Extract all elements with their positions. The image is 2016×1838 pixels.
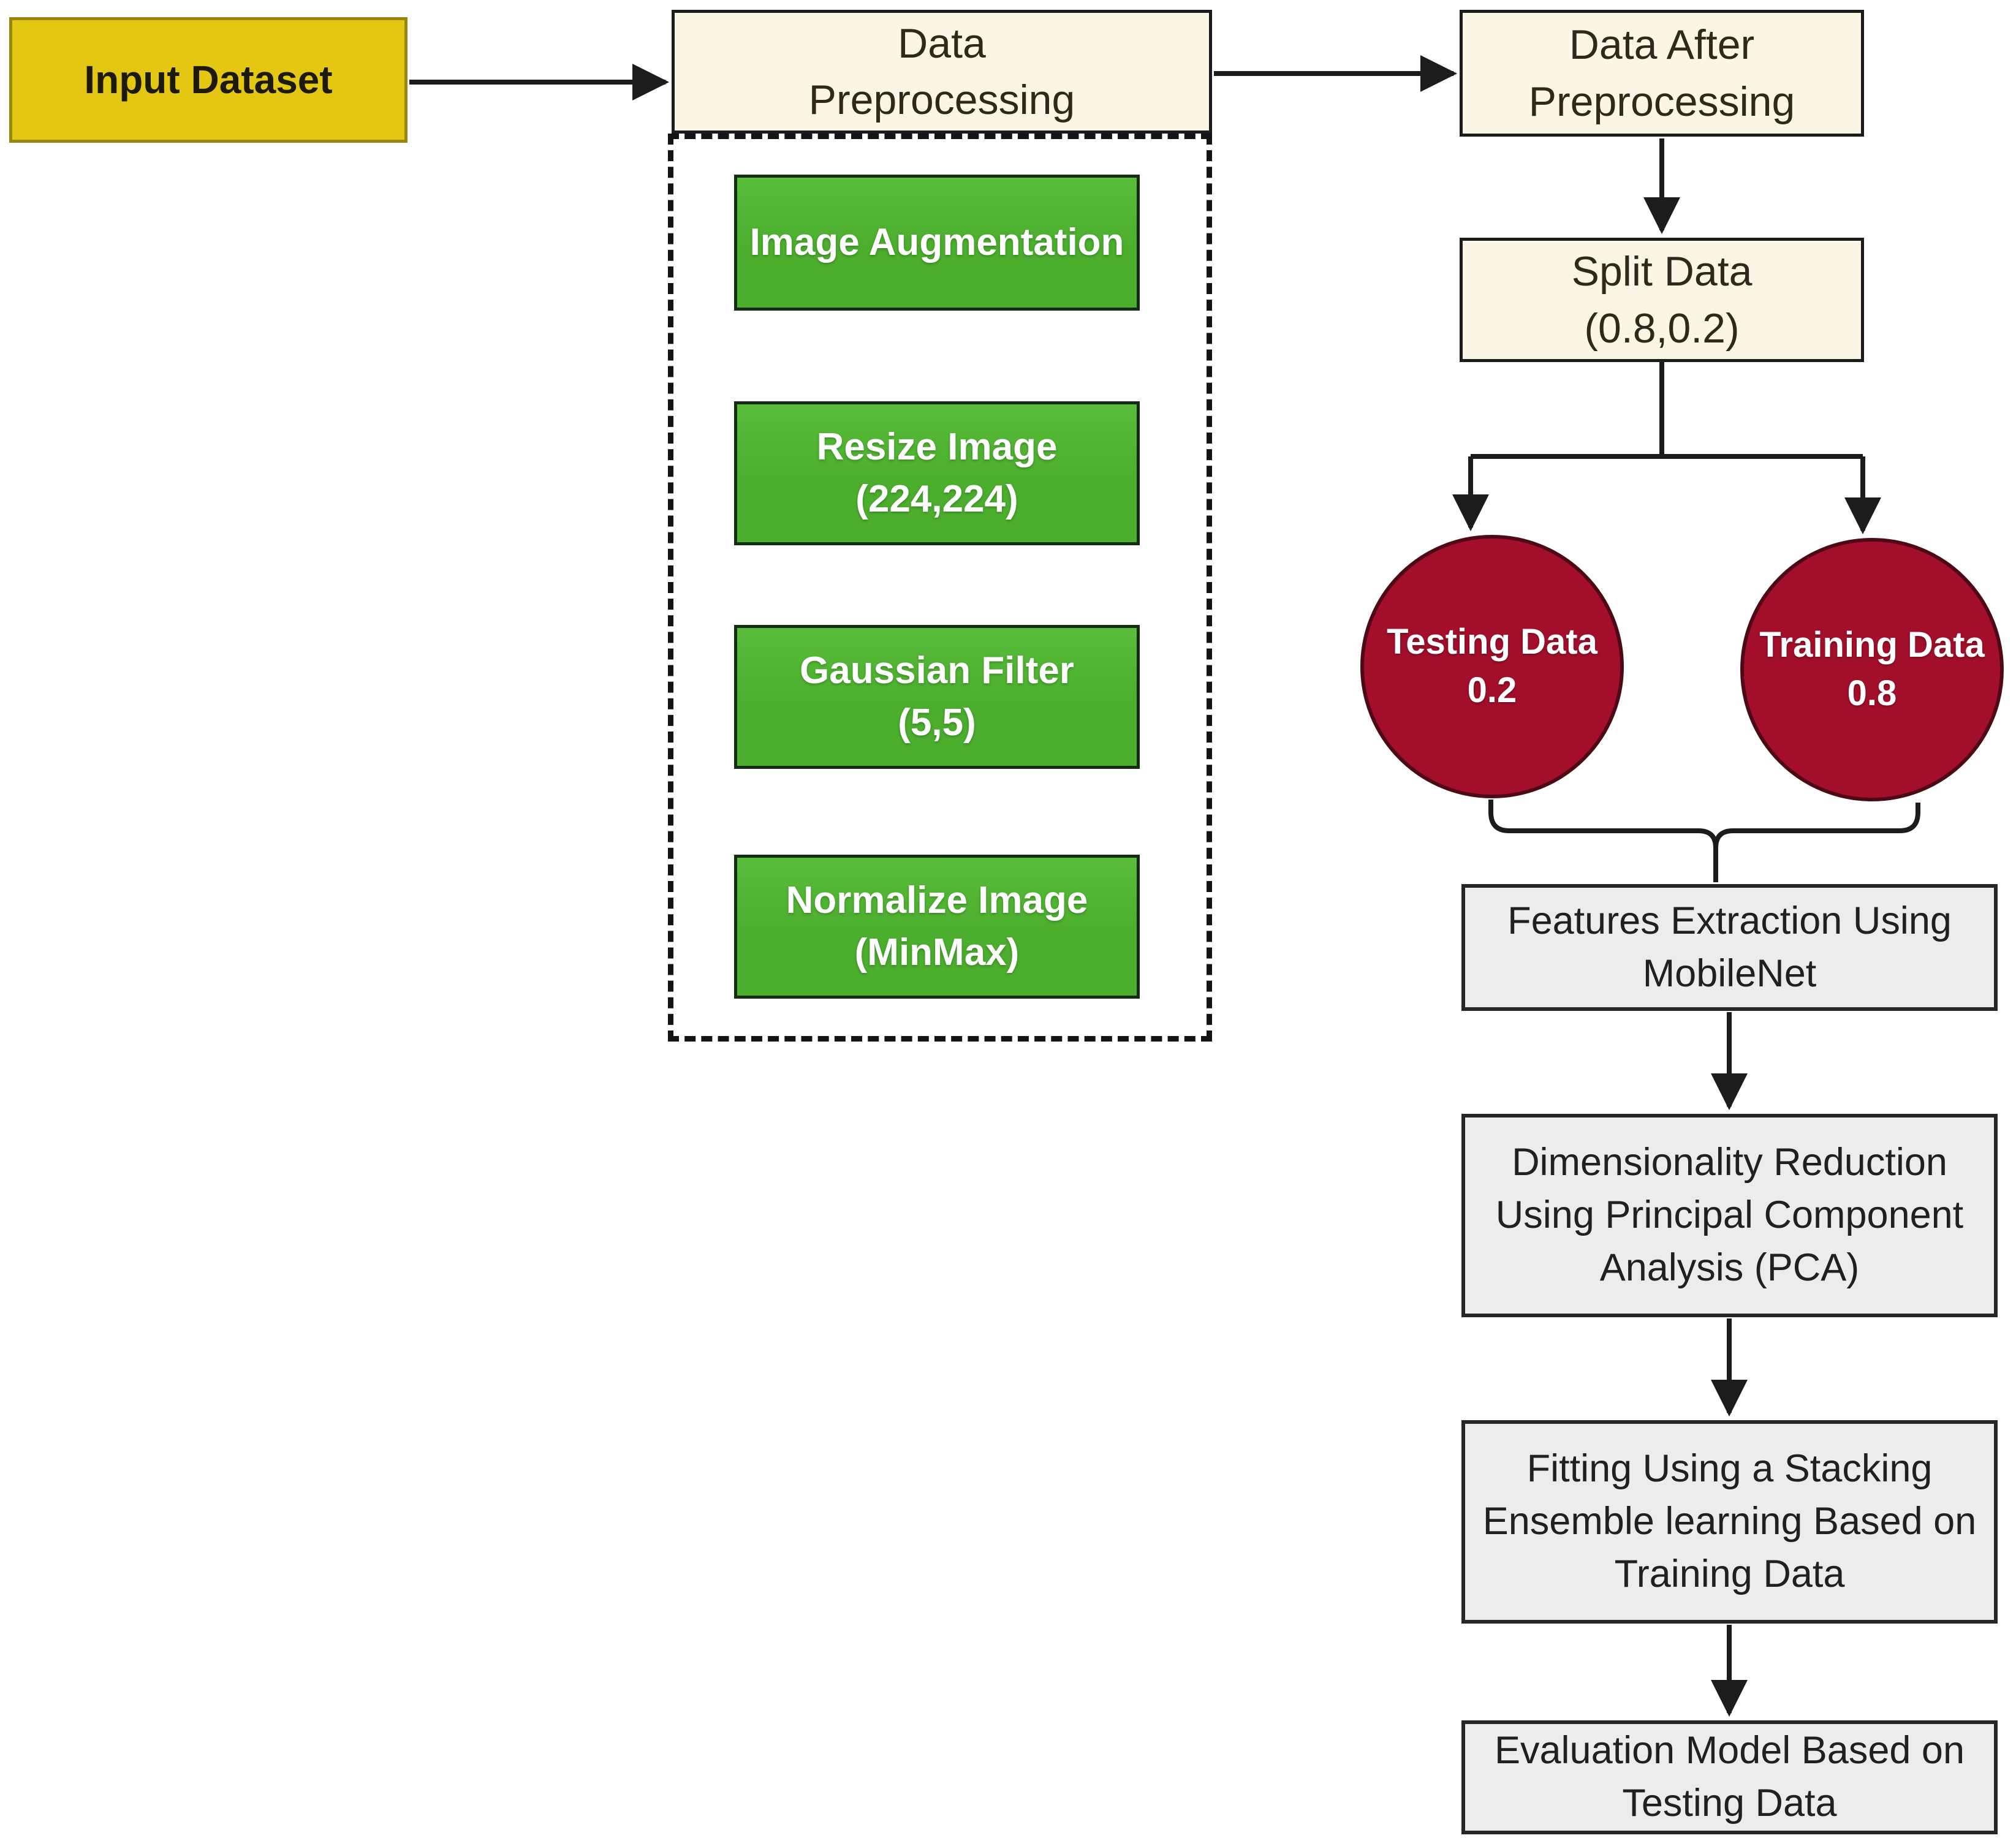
node-gaussian-filter: Gaussian Filter (5,5) (734, 625, 1140, 769)
brace-right-segment (1713, 803, 1920, 849)
node-training-data: Training Data 0.8 (1740, 538, 2004, 801)
node-normalize-image: Normalize Image (MinMax) (734, 855, 1140, 999)
node-resize-image: Resize Image (224,224) (734, 401, 1140, 545)
split-branch-line (1471, 362, 1863, 459)
node-dimensionality-reduction: Dimensionality Reduction Using Principal… (1461, 1114, 1998, 1317)
node-testing-data: Testing Data 0.2 (1360, 535, 1624, 798)
node-image-augmentation: Image Augmentation (734, 175, 1140, 311)
node-evaluation-model: Evaluation Model Based on Testing Data (1461, 1720, 1998, 1834)
preprocessing-steps-frame (668, 134, 1212, 1042)
node-split-data: Split Data (0.8,0.2) (1460, 238, 1864, 362)
node-input-dataset: Input Dataset (9, 17, 407, 143)
node-data-preprocessing: Data Preprocessing (672, 10, 1212, 134)
node-data-after-preprocessing: Data After Preprocessing (1460, 10, 1864, 137)
node-fitting-stacking-ensemble: Fitting Using a Stacking Ensemble learni… (1461, 1420, 1998, 1624)
node-features-extraction: Features Extraction Using MobileNet (1461, 884, 1998, 1011)
brace-left-segment (1488, 800, 1718, 882)
